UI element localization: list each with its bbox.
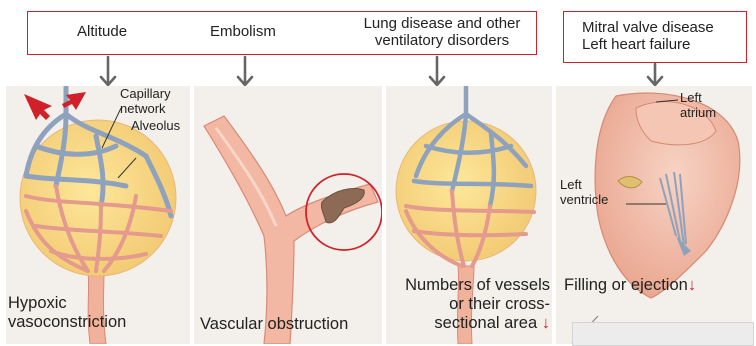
leader-line	[556, 86, 752, 344]
caption-numbers-line2: or their cross-	[386, 295, 550, 314]
caption-numbers-line1: Numbers of vessels	[386, 276, 550, 295]
caption-hypoxic-line2: vasoconstriction	[8, 313, 126, 332]
decrease-arrow-icon: ↓	[537, 314, 550, 332]
panel-heart: Left atrium Left ventricle Filling or ej…	[556, 86, 752, 344]
label-capillary-line2: network	[120, 101, 171, 116]
panel-hypoxic: Capillary network Alveolus Hypoxic vasoc…	[6, 86, 190, 344]
vessel-illustration	[194, 86, 382, 344]
caption-numbers: Numbers of vessels or their cross- secti…	[386, 276, 550, 333]
label-alveolus: Alveolus	[131, 118, 180, 133]
caption-hypoxic-line1: Hypoxic	[8, 294, 126, 313]
label-capillary-network: Capillary network	[120, 86, 171, 116]
caption-hypoxic: Hypoxic vasoconstriction	[8, 294, 126, 332]
constriction-arrow-left-icon	[24, 94, 52, 120]
panel-vascular: Vascular obstruction	[194, 86, 382, 344]
info-box-partial	[572, 322, 754, 346]
down-arrows	[0, 0, 756, 100]
label-capillary-line1: Capillary	[120, 86, 171, 101]
panel-numbers: Numbers of vessels or their cross- secti…	[386, 86, 552, 344]
caption-vascular: Vascular obstruction	[200, 315, 348, 334]
caption-numbers-line3: sectional area	[434, 314, 537, 332]
